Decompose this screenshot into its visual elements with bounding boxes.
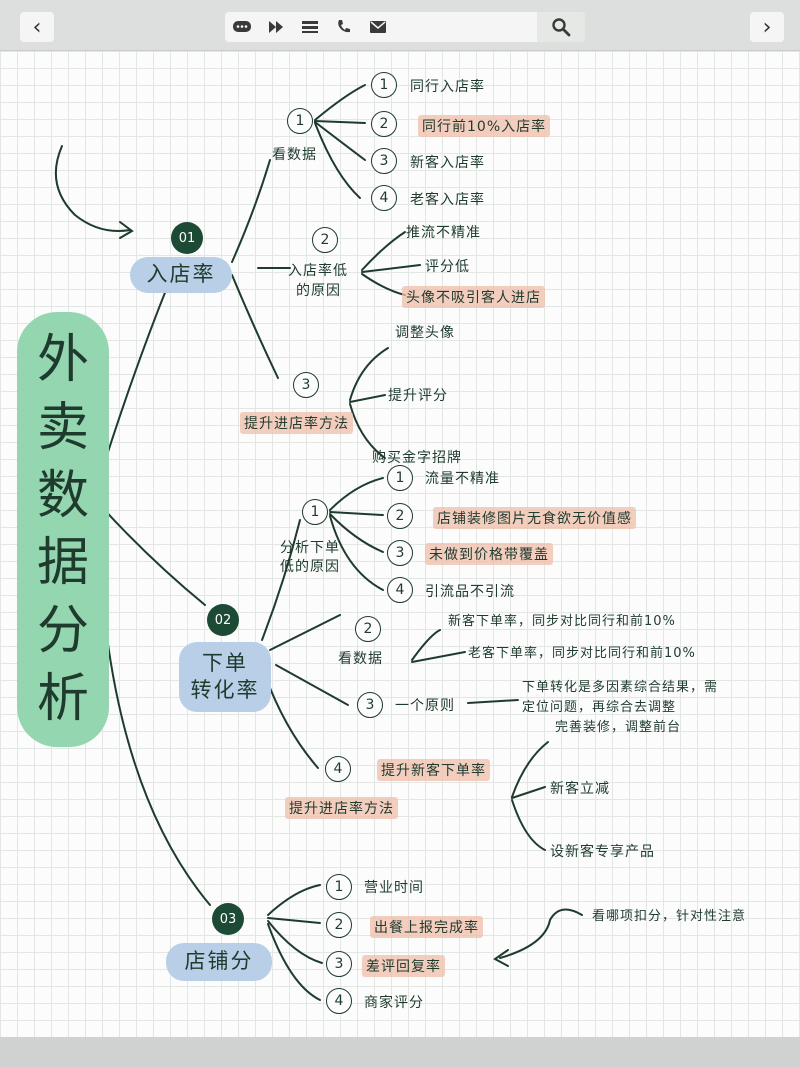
b2-s4-number: 4 xyxy=(325,756,351,782)
b1-s2-item: 评分低 xyxy=(425,259,470,275)
b3-item-number: 3 xyxy=(326,951,352,977)
top-toolbar: ‹ › xyxy=(0,0,800,51)
b2-s2-label: 看数据 xyxy=(338,651,383,667)
title-char: 外 xyxy=(36,329,89,390)
b2-s3-number: 3 xyxy=(357,692,383,718)
back-button[interactable]: ‹ xyxy=(20,12,54,42)
b1-s2-item: 头像不吸引客人进店 xyxy=(402,286,545,308)
b1-s1-label: 看数据 xyxy=(272,147,317,163)
b2-s4-method: 提升进店率方法 xyxy=(285,797,398,819)
b2-s1-item-number: 4 xyxy=(387,577,413,603)
b1-s3-item: 提升评分 xyxy=(388,388,448,404)
b2-s1-item: 未做到价格带覆盖 xyxy=(425,543,553,565)
branch-2-label: 下单 转化率 xyxy=(179,642,271,712)
title-char: 析 xyxy=(36,669,89,730)
b3-item: 差评回复率 xyxy=(362,955,445,977)
title-blob: 外 卖 数 据 分 析 xyxy=(17,312,109,747)
b1-s1-item-number: 4 xyxy=(371,185,397,211)
title-char: 分 xyxy=(36,601,89,662)
b2-s1-item: 引流品不引流 xyxy=(425,584,515,600)
b1-s2-label-line2: 的原因 xyxy=(296,283,341,299)
b2-s3-line: 完善装修，调整前台 xyxy=(555,720,682,735)
b2-s1-number: 1 xyxy=(302,499,328,525)
b2-s4-item: 设新客专享产品 xyxy=(550,844,655,860)
b1-s3-item: 调整头像 xyxy=(395,325,455,341)
b3-note: 看哪项扣分，针对性注意 xyxy=(592,909,747,924)
b2-s1-item-number: 3 xyxy=(387,540,413,566)
branch-1-label: 入店率 xyxy=(130,257,232,293)
b1-s1-item-number: 1 xyxy=(371,72,397,98)
b2-s1-item-number: 1 xyxy=(387,465,413,491)
b2-s1-item: 店铺装修图片无食欲无价值感 xyxy=(433,507,636,529)
b1-s2-label-line1: 入店率低 xyxy=(288,263,348,279)
b2-s3-label: 一个原则 xyxy=(395,698,455,714)
b3-item: 营业时间 xyxy=(364,880,424,896)
b1-s1-item-number: 2 xyxy=(371,111,397,137)
b1-s3-label: 提升进店率方法 xyxy=(240,412,353,434)
b1-s1-item: 同行入店率 xyxy=(410,79,485,95)
branch-2-label-line1: 下单 xyxy=(202,650,248,675)
b2-s4-label: 提升新客下单率 xyxy=(377,759,490,781)
branch-2-label-line2: 转化率 xyxy=(190,678,260,702)
b1-s1-item-number: 3 xyxy=(371,148,397,174)
b1-s1-item: 同行前10%入店率 xyxy=(418,115,551,137)
b2-s4-item: 新客立减 xyxy=(550,781,610,797)
b3-item: 出餐上报完成率 xyxy=(370,916,483,938)
search-icon[interactable] xyxy=(537,12,585,42)
chat-icon[interactable] xyxy=(225,12,259,42)
b3-item-number: 4 xyxy=(326,988,352,1014)
b3-item-number: 2 xyxy=(326,912,352,938)
tool-group xyxy=(225,12,585,42)
mail-icon[interactable] xyxy=(361,12,395,42)
branch-1-number: 01 xyxy=(171,222,203,254)
forward-button[interactable]: › xyxy=(750,12,784,42)
b1-s2-item: 推流不精准 xyxy=(406,225,481,241)
phone-icon[interactable] xyxy=(327,12,361,42)
branch-3-number: 03 xyxy=(212,903,244,935)
b3-item-number: 1 xyxy=(326,874,352,900)
b2-s2-number: 2 xyxy=(355,616,381,642)
b2-s3-line: 定位问题，再综合去调整 xyxy=(522,700,677,715)
b2-s1-item: 流量不精准 xyxy=(425,471,500,487)
b1-s3-number: 3 xyxy=(293,372,319,398)
b3-item: 商家评分 xyxy=(364,995,424,1011)
bottom-bar xyxy=(0,1037,800,1067)
chevron-left-icon: ‹ xyxy=(32,14,42,40)
b2-s1-item-number: 2 xyxy=(387,503,413,529)
branch-3-label: 店铺分 xyxy=(166,943,272,981)
b2-s2-item: 新客下单率，同步对比同行和前10% xyxy=(448,614,676,629)
b2-s1-label-line1: 分析下单 xyxy=(280,540,340,556)
chevron-right-icon: › xyxy=(762,14,772,40)
forward-icon[interactable] xyxy=(259,12,293,42)
b2-s3-line: 下单转化是多因素综合结果，需 xyxy=(522,680,719,695)
title-char: 卖 xyxy=(36,397,89,458)
b1-s1-item: 新客入店率 xyxy=(410,155,485,171)
b2-s1-label-line2: 低的原因 xyxy=(280,559,340,575)
curved-arrow-icon xyxy=(54,145,131,232)
b1-s2-number: 2 xyxy=(312,227,338,253)
b1-s1-number: 1 xyxy=(287,108,313,134)
list-icon[interactable] xyxy=(293,12,327,42)
b1-s1-item: 老客入店率 xyxy=(410,192,485,208)
b2-s2-item: 老客下单率，同步对比同行和前10% xyxy=(468,646,696,661)
title-char: 数 xyxy=(36,465,89,526)
b1-s3-item: 购买金字招牌 xyxy=(372,450,462,466)
title-char: 据 xyxy=(36,533,89,594)
branch-2-number: 02 xyxy=(207,604,239,636)
